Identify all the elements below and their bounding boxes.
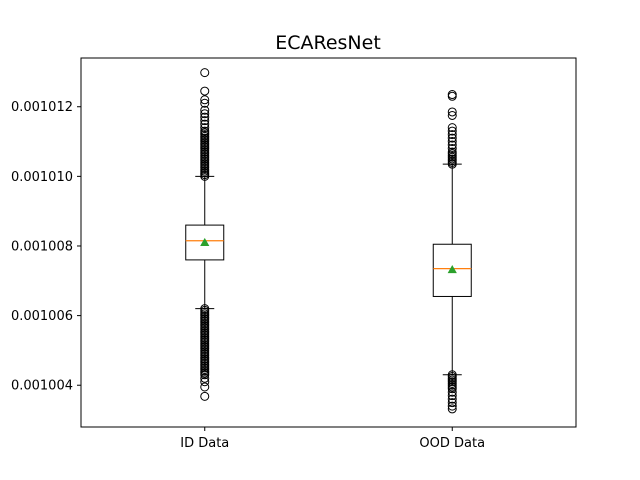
iqr-box <box>185 224 225 261</box>
mean-marker <box>200 237 210 246</box>
outlier-point <box>447 90 457 100</box>
outlier-point <box>200 382 210 392</box>
box-group-ood-data <box>432 90 472 414</box>
x-tick-label: OOD Data <box>419 436 485 451</box>
outlier-point <box>447 387 457 397</box>
outlier-point <box>200 377 210 387</box>
outlier-point <box>200 98 210 108</box>
outlier-point <box>447 147 457 157</box>
y-tick-label: 0.001006 <box>11 309 73 324</box>
y-tick-label: 0.001012 <box>11 100 73 115</box>
outlier-point <box>447 391 457 401</box>
mean-marker <box>447 265 457 274</box>
y-tick-label: 0.001008 <box>11 239 73 254</box>
outlier-point <box>447 137 457 147</box>
outlier-point <box>447 133 457 143</box>
outlier-point <box>200 109 210 119</box>
outlier-point <box>447 107 457 117</box>
y-tick-label: 0.001004 <box>11 379 73 394</box>
outlier-point <box>447 401 457 411</box>
outlier-point <box>200 86 210 96</box>
outlier-point <box>200 119 210 129</box>
outlier-point <box>447 123 457 133</box>
outlier-point <box>200 112 210 122</box>
outlier-point <box>447 140 457 150</box>
box-group-id-data <box>185 68 225 401</box>
outlier-point <box>200 68 210 78</box>
outlier-point <box>447 144 457 154</box>
plot-area <box>185 68 472 414</box>
outlier-point <box>200 95 210 105</box>
outlier-point <box>200 116 210 126</box>
outlier-point <box>447 398 457 408</box>
chart-title: ECAResNet <box>275 32 381 54</box>
iqr-box <box>432 243 472 297</box>
axes-frame <box>80 57 577 428</box>
outlier-point <box>200 123 210 133</box>
outlier-point <box>200 391 210 401</box>
outlier-point <box>447 126 457 136</box>
outlier-point <box>447 394 457 404</box>
outlier-point <box>200 105 210 115</box>
outlier-point <box>447 130 457 140</box>
outlier-point <box>447 404 457 414</box>
x-tick-label: ID Data <box>180 436 229 451</box>
outlier-point <box>200 126 210 136</box>
y-tick-label: 0.001010 <box>11 170 73 185</box>
outlier-point <box>200 373 210 383</box>
outlier-point <box>447 110 457 120</box>
outlier-point <box>200 370 210 380</box>
outlier-point <box>447 384 457 394</box>
